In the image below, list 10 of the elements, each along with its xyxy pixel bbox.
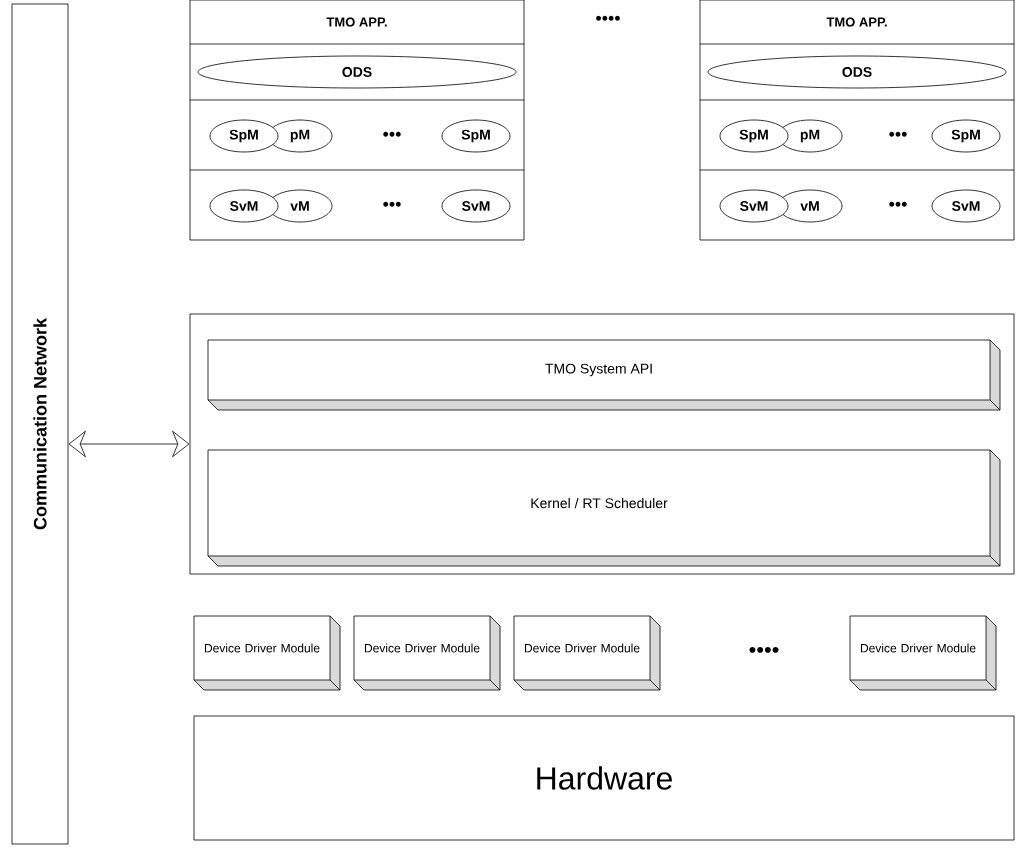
ellipsis-dots: •••• <box>596 15 620 21</box>
hardware-box: Hardware <box>193 715 1015 841</box>
double-arrow <box>68 430 190 458</box>
ellipsis-dots: ••• <box>889 201 907 207</box>
ellipsis-dots: ••• <box>383 201 401 207</box>
ellipsis-dots: •••• <box>749 646 779 653</box>
kernel-box <box>189 313 1015 575</box>
ellipsis-dots: ••• <box>889 131 907 137</box>
ellipsis-dots: ••• <box>383 131 401 137</box>
network-bar: Communication Network <box>11 3 69 845</box>
